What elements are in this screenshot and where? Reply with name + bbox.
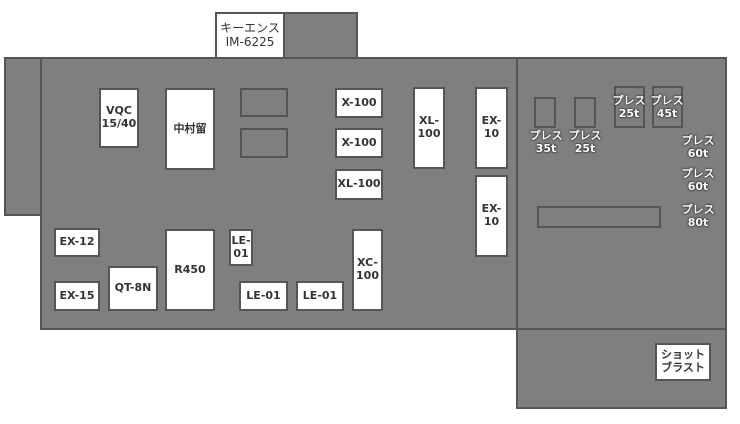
empty-bay-lower [240,128,288,158]
nakamura-machine[interactable]: 中村留 [165,88,215,170]
press-45t-box[interactable] [652,86,683,128]
ex10-machine-top[interactable]: EX-10 [475,87,508,169]
ex15-machine[interactable]: EX-15 [54,281,100,311]
press-80t-label: プレス 80t [681,203,715,229]
x100-machine-mid[interactable]: X-100 [335,128,383,158]
xc100-machine[interactable]: XC-100 [352,229,383,311]
press-25t-top-box[interactable] [614,86,645,128]
press-25t-top-label: プレス 25t [612,94,646,120]
x100-machine-top[interactable]: X-100 [335,88,383,118]
ex10-machine-bottom[interactable]: EX-10 [475,175,508,257]
press-35t-label: プレス 35t [529,129,563,155]
empty-bay-upper [240,88,288,117]
vqc-machine[interactable]: VQC 15/40 [99,88,139,148]
press-zone-bench [537,206,661,228]
le01-machine-right[interactable]: LE-01 [296,281,344,311]
press-45t-label: プレス 45t [650,94,684,120]
xl100-machine-tall[interactable]: XL-100 [413,87,445,169]
keyence-im6225[interactable]: キーエンス IM-6225 [215,12,285,59]
press-25t-label: プレス 25t [568,129,602,155]
press-60t-label-a: プレス 60t [681,134,715,160]
press-35t-box[interactable] [534,97,556,128]
shot-blast-machine[interactable]: ショット ブラスト [655,343,711,381]
le01-machine-small[interactable]: LE-01 [229,229,253,266]
ex12-machine[interactable]: EX-12 [54,228,100,257]
top-annex-zone [283,12,358,59]
le01-machine-left[interactable]: LE-01 [239,281,288,311]
left-annex-zone [4,57,44,216]
qt8n-machine[interactable]: QT-8N [108,266,158,311]
press-25t-box[interactable] [574,97,596,128]
xl100-machine-small[interactable]: XL-100 [335,169,383,200]
press-60t-label-b: プレス 60t [681,167,715,193]
r450-machine[interactable]: R450 [165,229,215,311]
